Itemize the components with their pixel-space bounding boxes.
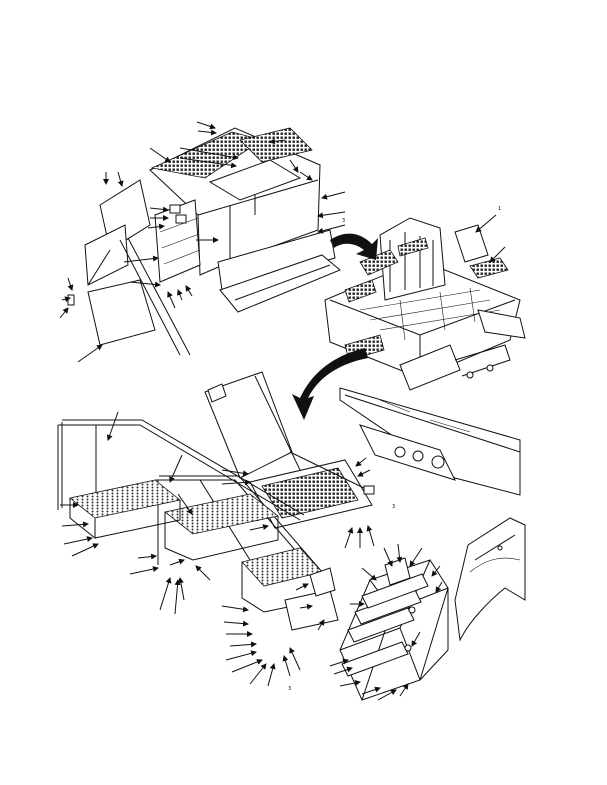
detached-side-panel [454, 224, 489, 263]
walkway-tread-lower [241, 547, 323, 587]
upper-platform-assembly [67, 127, 341, 356]
folding-step-assembly [204, 371, 375, 529]
hinged-cover-panel [87, 279, 156, 346]
upper-callouts [59, 121, 346, 363]
fender-guard [454, 517, 526, 642]
curved-locator-arrow-upper [330, 233, 378, 260]
detached-step-grate [469, 257, 509, 279]
mark-1: 3 [342, 218, 345, 224]
machine-overview [324, 217, 526, 391]
curved-locator-arrow-lower [292, 348, 368, 420]
stair-assembly [339, 557, 449, 701]
skirt-panel [217, 229, 336, 291]
walkway-handrail-assembly [57, 419, 339, 631]
mark-3: 1 [498, 206, 501, 212]
walkway-callouts [60, 411, 325, 687]
walkway-tread-upper [69, 479, 181, 519]
step-back-panel [204, 371, 293, 479]
overview-callouts [475, 214, 506, 263]
mark-4: 3 [288, 686, 291, 692]
frame-rail [339, 387, 521, 496]
stair-callouts [329, 543, 443, 701]
rear-platform-grating [239, 127, 313, 163]
mark-2: 3 [392, 504, 395, 510]
